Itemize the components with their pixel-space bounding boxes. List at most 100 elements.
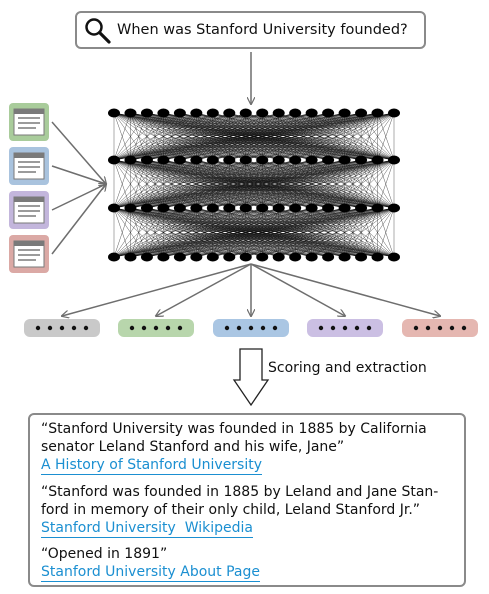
document-arrow [51, 184, 106, 255]
network-node [305, 252, 318, 262]
network-node [322, 155, 335, 165]
network-node [124, 155, 137, 165]
network-node [157, 108, 170, 118]
query-text: When was Stanford University founded? [117, 22, 408, 38]
search-icon [85, 18, 111, 44]
network-node [124, 108, 137, 118]
embedding-row [24, 319, 478, 337]
network-node [355, 155, 368, 165]
network-node [173, 203, 186, 213]
embedding-vector [307, 319, 383, 337]
network-node [338, 155, 351, 165]
network-node [206, 155, 219, 165]
network-node [272, 203, 285, 213]
network-node [108, 252, 120, 262]
network-node [371, 155, 384, 165]
network-node [140, 155, 153, 165]
embedding-dot [461, 325, 467, 331]
document-icon [9, 103, 49, 141]
embedding-vector [118, 319, 194, 337]
network-node [223, 108, 236, 118]
scoring-label: Scoring and extraction [268, 360, 427, 376]
network-node [272, 252, 285, 262]
embedding-dot [83, 325, 89, 331]
embedding-dot [35, 325, 41, 331]
network-edges [113, 112, 395, 258]
output-arrow [62, 263, 252, 316]
result-item: “Opened in 1891” Stanford University Abo… [41, 545, 260, 582]
document-arrow [51, 165, 106, 184]
embedding-vector [213, 319, 289, 337]
network-node [289, 203, 302, 213]
network-node [206, 252, 219, 262]
network-node [272, 108, 285, 118]
down-arrow-icon [232, 348, 270, 407]
network-node [190, 108, 203, 118]
embedding-dot [248, 325, 254, 331]
network-node [239, 252, 252, 262]
document-arrow [51, 184, 106, 211]
embedding-dot [59, 325, 65, 331]
network-node [305, 108, 318, 118]
document-header-bar [14, 109, 44, 114]
network-node [223, 203, 236, 213]
embedding-dot [425, 325, 431, 331]
network-node [223, 155, 236, 165]
result-quote: “Stanford was founded in 1885 by Leland … [41, 484, 439, 518]
network-node [289, 252, 302, 262]
network-edge-mesh [113, 112, 395, 258]
result-source-link[interactable]: A History of Stanford University [41, 457, 263, 475]
document-arrow [51, 121, 106, 184]
embedding-dot [330, 325, 336, 331]
document-icon [9, 191, 49, 229]
network-node [140, 203, 153, 213]
network-node [305, 203, 318, 213]
embedding-dot [236, 325, 242, 331]
result-quote: “Stanford University was founded in 1885… [41, 421, 427, 455]
network-node [272, 155, 285, 165]
results-box: “Stanford University was founded in 1885… [28, 413, 466, 587]
embedding-dot [260, 325, 266, 331]
embedding-dot [177, 325, 183, 331]
network-node [338, 252, 351, 262]
network-node [388, 252, 400, 262]
embedding-dot [129, 325, 135, 331]
network-node [371, 252, 384, 262]
embedding-dot [153, 325, 159, 331]
network-node [322, 108, 335, 118]
result-item: “Stanford was founded in 1885 by Leland … [41, 483, 438, 538]
network-node [173, 108, 186, 118]
network-node [157, 252, 170, 262]
network-nodes [108, 108, 400, 262]
embedding-dot [354, 325, 360, 331]
embedding-dot [318, 325, 324, 331]
document-icon [9, 235, 49, 273]
embedding-dot [165, 325, 171, 331]
network-node [173, 252, 186, 262]
embedding-dot [437, 325, 443, 331]
document-header-bar [14, 241, 44, 246]
network-node [108, 203, 120, 213]
network-node [206, 203, 219, 213]
output-arrow [156, 263, 252, 316]
embedding-dot [342, 325, 348, 331]
network-node [388, 203, 400, 213]
network-node [338, 203, 351, 213]
arrows [51, 52, 440, 316]
embedding-dot [366, 325, 372, 331]
document-stack [9, 103, 49, 273]
network-node [157, 203, 170, 213]
network-node [338, 108, 351, 118]
result-source-link[interactable]: Stanford University Wikipedia [41, 520, 253, 538]
network-node [371, 108, 384, 118]
network-node [190, 155, 203, 165]
network-node [239, 155, 252, 165]
result-source-link[interactable]: Stanford University About Page [41, 564, 260, 582]
network-node [157, 155, 170, 165]
output-arrow [250, 263, 440, 316]
network-node [322, 252, 335, 262]
network-node [124, 203, 137, 213]
network-node [206, 108, 219, 118]
network-node [289, 108, 302, 118]
